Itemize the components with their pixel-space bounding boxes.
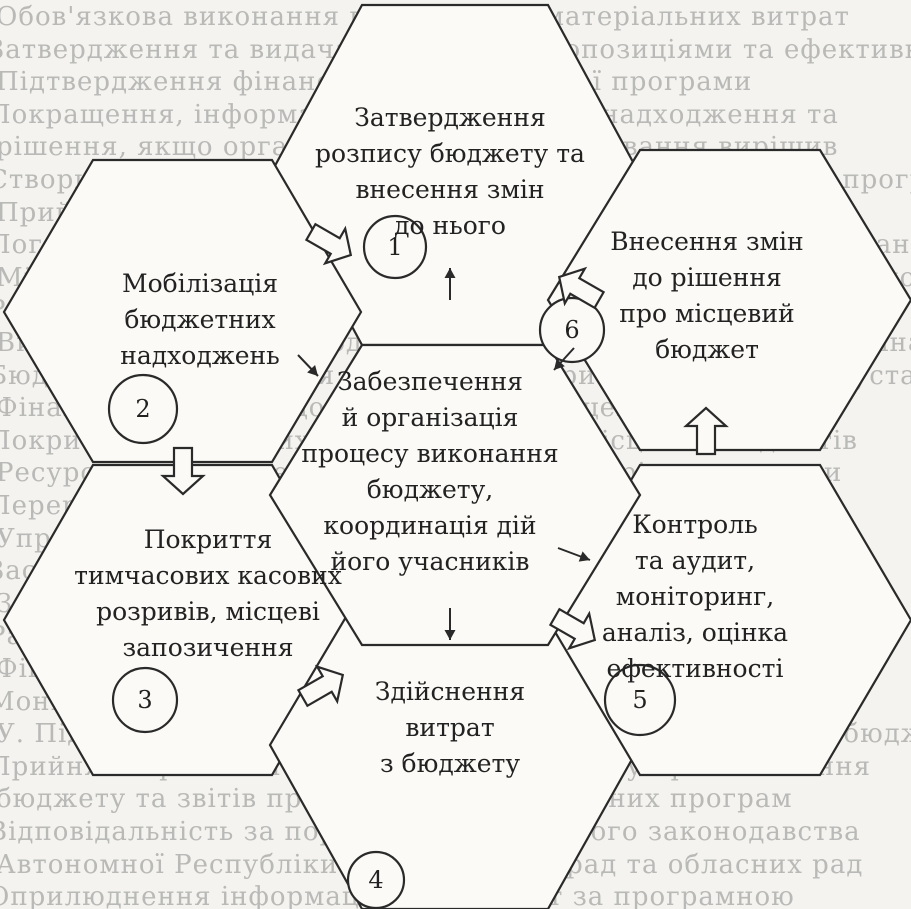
- step-number-6: 6: [564, 316, 579, 344]
- hexagon-1-label-line: Затвердження: [354, 103, 545, 132]
- hexagon-3-label-line: тимчасових касових: [74, 561, 342, 590]
- hexagon-3: [2, 463, 363, 777]
- hexagon-0-label-line: координація дій: [323, 511, 536, 540]
- hexagon-6: [546, 148, 911, 452]
- hexagon-5-label-line: моніторинг,: [616, 582, 774, 611]
- hexagon-0-label-line: його учасників: [331, 547, 530, 576]
- number-circle-4: [346, 850, 406, 909]
- hexagon-1-label-line: внесення змін: [355, 175, 544, 204]
- hexagon-2-label-line: надходжень: [120, 341, 280, 370]
- block-arrow-1-to-2: [304, 222, 353, 266]
- hexagon-3-label-line: запозичення: [123, 633, 294, 662]
- arrow-to-step-2-head: [307, 364, 318, 376]
- hexagon-0-label-line: й організація: [342, 403, 519, 432]
- number-circle-2: [107, 373, 179, 445]
- arrow-to-step-1-head: [444, 268, 456, 278]
- hexagon-0-label-line: Забезпечення: [337, 367, 523, 396]
- hexagon-5-label-line: Контроль: [632, 510, 757, 539]
- step-number-2: 2: [135, 395, 150, 423]
- number-circle-1: [362, 214, 428, 280]
- arrow-to-step-5-head: [578, 551, 590, 562]
- number-circle-3: [111, 666, 179, 734]
- hexagon-3-label-line: Покриття: [144, 525, 273, 554]
- hexagon-2-label-line: Мобілізація: [122, 269, 278, 298]
- block-arrow-4-to-5: [548, 607, 597, 651]
- hexagon-6-label-line: бюджет: [655, 335, 759, 364]
- hexagon-5-label-line: та аудит,: [635, 546, 755, 575]
- hexagon-2-label-line: бюджетних: [124, 305, 275, 334]
- block-arrow-5-to-6: [683, 406, 729, 456]
- hexagon-5-label-line: аналіз, оцінка: [602, 618, 788, 647]
- number-circle-5: [603, 663, 677, 737]
- block-arrow-2-to-3: [160, 446, 206, 496]
- arrow-to-step-6-head: [554, 358, 565, 370]
- arrow-layer: [160, 222, 729, 708]
- step-number-4: 4: [368, 866, 383, 894]
- block-arrow-3-to-4: [296, 664, 345, 708]
- step-number-1: 1: [387, 233, 402, 261]
- hexagon-6-label-line: до рішення: [632, 263, 782, 292]
- hexagon-0-label-line: процесу виконання: [301, 439, 558, 468]
- hexagon-0-label-line: бюджету,: [367, 475, 494, 504]
- hexagon-3-label-line: розривів, місцеві: [96, 597, 320, 626]
- block-arrow-6-to-1: [557, 266, 606, 310]
- number-circle-6: [538, 296, 606, 364]
- hexagon-6-label-line: Внесення змін: [610, 227, 803, 256]
- hexagon-4-label-line: Здійснення: [375, 677, 525, 706]
- hexagon-4-label-line: з бюджету: [380, 749, 520, 778]
- hexagon-5-label-line: ефективності: [607, 654, 784, 683]
- hexagon-2: [2, 158, 363, 464]
- hexagon-1-label-line: до нього: [394, 211, 506, 240]
- hexagon-1-label-line: розпису бюджету та: [315, 139, 585, 168]
- number-circle-layer: [107, 214, 677, 909]
- hexagon-6-label-line: про місцевий: [619, 299, 794, 328]
- step-number-3: 3: [137, 686, 152, 714]
- hexagon-4-label-line: витрат: [405, 713, 494, 742]
- arrow-to-step-4-head: [444, 630, 456, 640]
- step-number-5: 5: [632, 686, 647, 714]
- label-layer: 1 Затвердження розпису бюджету та внесення …: [74, 103, 804, 894]
